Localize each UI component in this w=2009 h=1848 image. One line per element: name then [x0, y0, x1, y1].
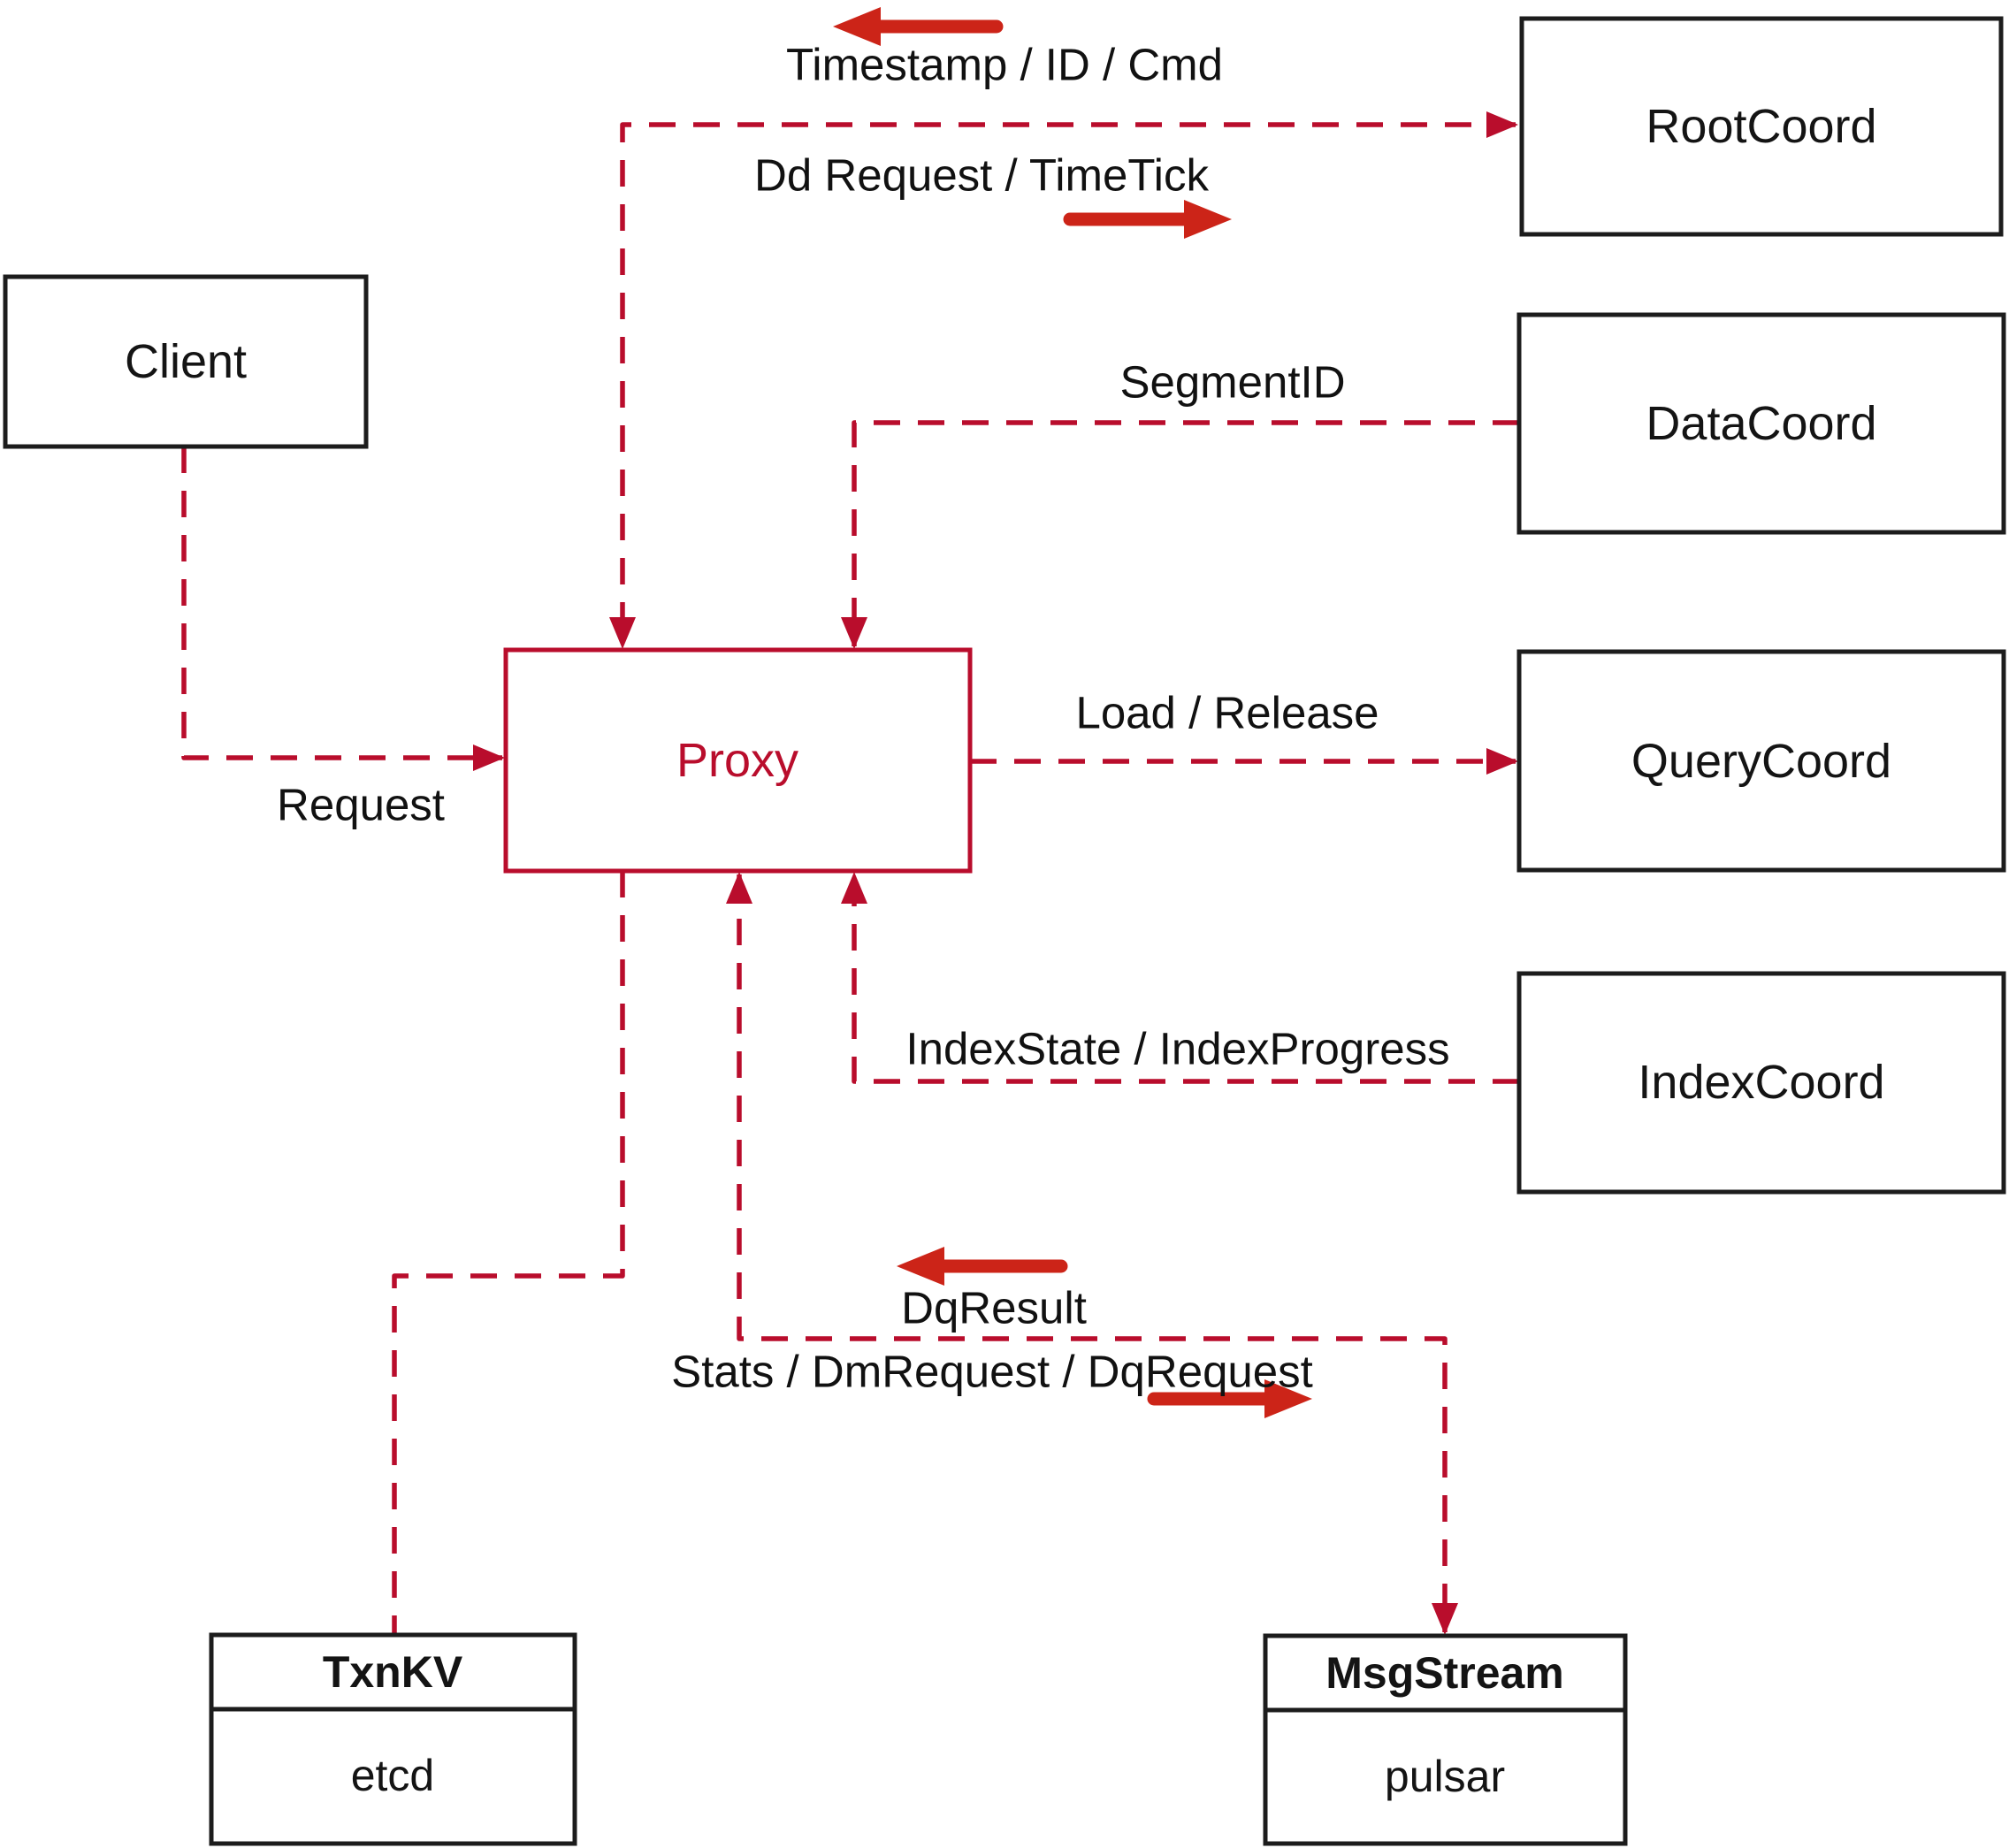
- edge-label-stats-dmrequest-dqrequest: Stats / DmRequest / DqRequest: [671, 1347, 1313, 1397]
- edge-proxy-txnkv: [392, 871, 625, 1635]
- edge-client-proxy: [181, 447, 505, 771]
- node-txnkv: TxnKV etcd: [209, 1632, 577, 1846]
- msgstream-box: [1263, 1633, 1628, 1846]
- edge-label-timestamp-id-cmd: Timestamp / ID / Cmd: [786, 40, 1223, 90]
- node-client: Client: [3, 274, 369, 449]
- edge-label-dd-request-timetick: Dd Request / TimeTick: [754, 150, 1209, 201]
- node-rootcoord: RootCoord: [1519, 16, 2004, 237]
- datacoord-box: [1516, 312, 2006, 535]
- node-querycoord: QueryCoord: [1516, 649, 2006, 873]
- proxy-box: [503, 647, 973, 874]
- edge-label-request: Request: [277, 780, 445, 830]
- datacoord-label: DataCoord: [1646, 397, 1876, 450]
- msgstream-impl-label: pulsar: [1385, 1752, 1505, 1801]
- msgstream-title: MsgStream: [1325, 1648, 1564, 1698]
- node-proxy: Proxy: [503, 647, 973, 874]
- edge-label-segmentid: SegmentID: [1119, 357, 1345, 408]
- client-box: [3, 274, 369, 449]
- client-label: Client: [125, 335, 247, 388]
- indexcoord-label: IndexCoord: [1638, 1056, 1884, 1109]
- indexcoord-box: [1516, 971, 2006, 1195]
- edge-datacoord-proxy: [841, 420, 1519, 649]
- txnkv-box: [209, 1632, 577, 1846]
- txnkv-impl-label: etcd: [351, 1751, 435, 1800]
- edge-label-indexstate-indexprogress: IndexState / IndexProgress: [905, 1024, 1449, 1074]
- querycoord-box: [1516, 649, 2006, 873]
- node-indexcoord: IndexCoord: [1516, 971, 2006, 1195]
- edge-label-dqresult: DqResult: [901, 1283, 1087, 1333]
- rootcoord-label: RootCoord: [1646, 100, 1876, 153]
- edge-proxy-msgstream: [726, 872, 1458, 1635]
- edge-label-load-release: Load / Release: [1075, 688, 1379, 738]
- edge-proxy-rootcoord: [609, 111, 1518, 649]
- rootcoord-box: [1519, 16, 2004, 237]
- node-msgstream: MsgStream pulsar: [1263, 1633, 1628, 1846]
- node-datacoord: DataCoord: [1516, 312, 2006, 535]
- proxy-label: Proxy: [676, 734, 798, 787]
- txnkv-title: TxnKV: [323, 1647, 463, 1697]
- querycoord-label: QueryCoord: [1631, 735, 1891, 788]
